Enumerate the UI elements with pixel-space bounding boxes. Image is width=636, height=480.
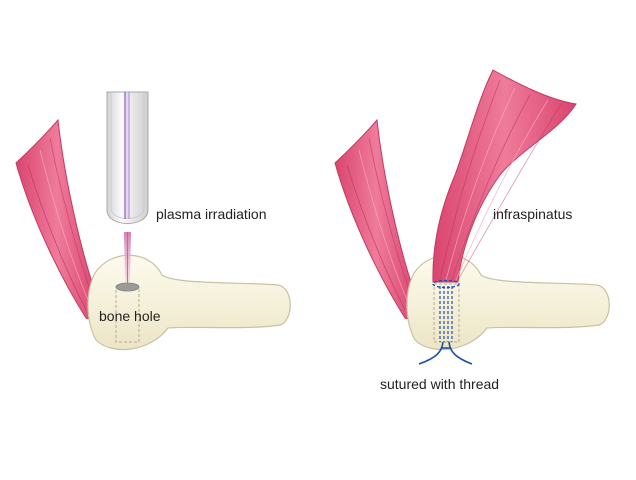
plasma-irradiation-label: plasma irradiation: [156, 206, 267, 222]
plasma-tube: [106, 91, 149, 224]
bone-left: [87, 254, 291, 351]
muscle-left: [15, 118, 99, 320]
right-illustration: [334, 69, 610, 365]
plasma-beam: [124, 232, 131, 283]
bone-hole-label: bone hole: [99, 308, 161, 324]
suture-thread: [418, 341, 473, 365]
sutured-with-thread-label: sutured with thread: [380, 376, 500, 392]
left-illustration: [15, 91, 291, 351]
bone-hole-right: [432, 279, 460, 343]
bone-hole-left: [115, 282, 140, 343]
infraspinatus-label: infraspinatus: [493, 206, 573, 222]
muscle-left-2: [334, 118, 418, 320]
infraspinatus-muscle: [432, 69, 577, 283]
